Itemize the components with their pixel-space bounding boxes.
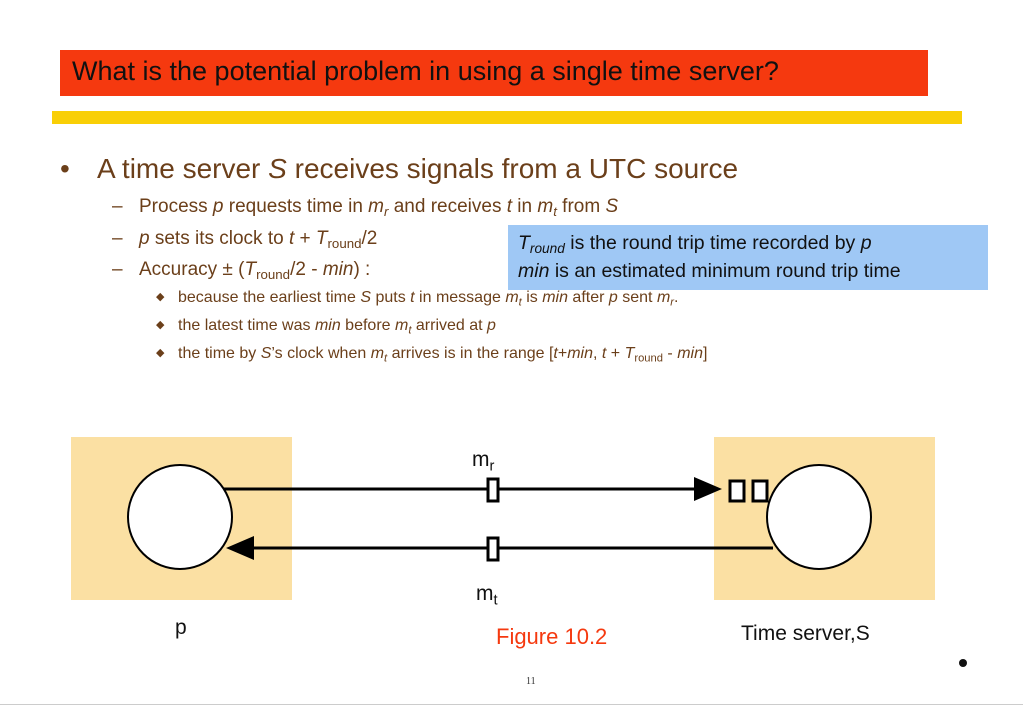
diamond-marker: ◆ (156, 291, 165, 303)
page-number: 11 (526, 676, 536, 687)
message-mt-marker (486, 536, 500, 562)
queued-message-marker (728, 479, 746, 503)
message-mr-marker (486, 477, 500, 503)
request-arrowhead (694, 477, 722, 501)
diamond-marker: ◆ (156, 319, 165, 331)
dash-marker: – (112, 259, 123, 280)
time-server-node (766, 464, 872, 570)
diamond-marker: ◆ (156, 347, 165, 359)
note-line-1: Tround is the round trip time recorded b… (518, 232, 872, 257)
process-p-node (127, 464, 233, 570)
queued-message-marker (751, 479, 769, 503)
bullet-marker: • (60, 153, 70, 184)
label-time-server: Time server,S (741, 622, 870, 645)
dash-marker: – (112, 228, 123, 249)
dash-marker: – (112, 196, 123, 217)
decorative-dot (959, 659, 967, 667)
label-mt: mt (476, 582, 498, 609)
label-mr: mr (472, 448, 495, 475)
note-line-2: min is an estimated minimum round trip t… (518, 260, 901, 282)
figure-caption: Figure 10.2 (496, 624, 608, 649)
label-p: p (175, 616, 187, 639)
slide-title: What is the potential problem in using a… (72, 56, 779, 86)
round-trip-note: Tround is the round trip time recorded b… (508, 225, 988, 290)
title-bar (60, 50, 928, 96)
title-underline-rule (52, 111, 962, 124)
bottom-rule (0, 704, 1023, 705)
reply-arrowhead (226, 536, 254, 560)
